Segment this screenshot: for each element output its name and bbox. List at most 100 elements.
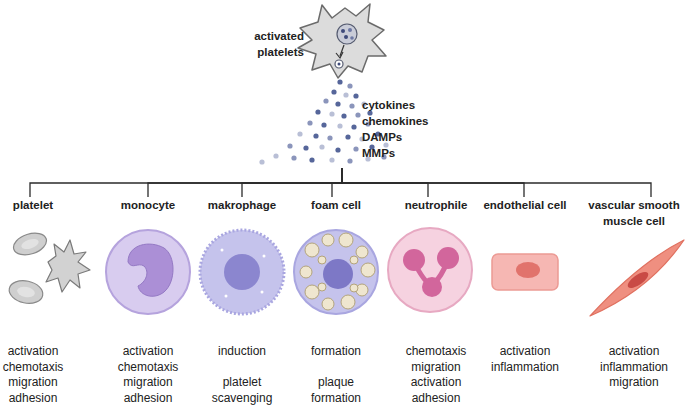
cell-heading: neutrophile [391, 197, 481, 213]
activated-platelet-illustration-part [335, 60, 343, 68]
released-particles-part [307, 120, 312, 125]
cell-function-text: induction [200, 344, 284, 360]
macrophage-illustration-part [261, 291, 264, 294]
released-particles-part [355, 112, 360, 117]
monocyte-illustration-part [128, 244, 173, 296]
neutrophil-illustration-part [388, 228, 472, 312]
released-particles-part [329, 157, 334, 162]
activated-platelet-illustration-part [344, 35, 348, 39]
released-particles-part [327, 135, 332, 140]
activated-platelet-illustration-part [348, 28, 352, 32]
activated-platelet-illustration [298, 4, 386, 78]
platelet-illustration-part [16, 285, 36, 299]
foam-cell-illustration-part [300, 266, 312, 278]
tree-connector [148, 168, 342, 197]
mediator-label: cytokines chemokines DAMPs MMPs [362, 97, 430, 161]
target-cell-node: neutrophile chemotaxis migration activati… [391, 197, 481, 409]
node-label: activated platelets [232, 28, 304, 60]
macrophage-illustration-part [221, 249, 224, 252]
released-particles-part [331, 89, 336, 94]
released-particles-part [303, 145, 308, 150]
foam-cell-illustration-part [322, 298, 334, 310]
foam-cell-illustration-part [318, 283, 326, 291]
tree-connector [332, 168, 342, 197]
cell-function-text: platelet scavenging [200, 375, 284, 406]
released-particles-part [335, 101, 340, 106]
released-particles-part [337, 123, 342, 128]
foam-cell-illustration-part [323, 259, 353, 289]
released-particles-part [353, 93, 358, 98]
released-particles-part [287, 143, 292, 148]
target-cell-node: monocyteactivation chemotaxis migration … [103, 197, 193, 409]
endothelial-cell-illustration-part [516, 262, 540, 278]
cell-heading: vascular smooth muscle cell [582, 197, 685, 229]
platelet-illustration-part [11, 229, 50, 259]
neutrophil-illustration-part [403, 249, 425, 271]
tree-connector [342, 168, 651, 197]
cell-function-text: activation chemotaxis migration adhesion [106, 344, 190, 406]
macrophage-illustration-part [200, 230, 284, 314]
tree-connector [30, 168, 342, 197]
endothelial-cell-illustration-part [492, 254, 558, 290]
tree-connector [242, 168, 342, 197]
monocyte-illustration-part [106, 230, 190, 314]
smooth-muscle-cell-illustration [590, 240, 684, 316]
released-particles-part [329, 111, 334, 116]
foam-cell-illustration-part [322, 234, 334, 246]
released-particles-part [367, 110, 372, 115]
released-particles-part [313, 133, 318, 138]
foam-cell-illustration-part [305, 243, 319, 257]
released-particles-part [297, 131, 302, 136]
foam-cell-illustration-part [305, 285, 319, 299]
cell-function-text: chemotaxis migration activation adhesion [394, 344, 478, 406]
released-particles-part [335, 147, 340, 152]
foam-cell-illustration-part [361, 263, 375, 277]
cell-heading: platelet [0, 197, 66, 213]
cell-description: induction platelet scavenging [200, 344, 284, 406]
released-particles-part [347, 83, 352, 88]
target-cell-node: platelet activation chemotaxis migration … [0, 197, 66, 409]
cell-description: activation chemotaxis migration adhesion [106, 344, 190, 406]
cell-description: activation inflammation [483, 344, 567, 375]
cell-description: formationplaque formation [294, 344, 378, 406]
released-particles-part [259, 159, 264, 164]
neutrophil-illustration [388, 228, 472, 312]
released-particles-part [351, 124, 356, 129]
foam-cell-illustration-part [318, 256, 326, 264]
activated-platelet-illustration-part [350, 36, 354, 40]
cell-description: chemotaxis migration activation adhesion [394, 344, 478, 406]
foam-cell-illustration-part [339, 233, 353, 247]
foam-cell-illustration-part [350, 284, 358, 292]
foam-cell-illustration-part [356, 246, 368, 258]
smooth-muscle-cell-illustration-part [590, 240, 684, 316]
endothelial-cell-illustration [492, 254, 558, 290]
foam-cell-illustration-part [294, 230, 378, 314]
foam-cell-illustration [294, 230, 378, 314]
monocyte-illustration [106, 230, 190, 314]
released-particles-part [309, 157, 314, 162]
released-particles-part [347, 158, 352, 163]
released-particles-part [315, 109, 320, 114]
cell-function-text: activation inflammation [483, 344, 567, 375]
released-particles-part [349, 103, 354, 108]
activated-platelet-illustration-part [298, 4, 386, 78]
released-particles-part [383, 142, 388, 147]
foam-cell-illustration-part [341, 295, 355, 309]
macrophage-illustration-part [263, 255, 266, 258]
cell-description: activation inflammation migration [584, 344, 684, 391]
released-particles-part [321, 122, 326, 127]
released-particles-part [319, 144, 324, 149]
platelet-illustration-part [7, 278, 45, 307]
cell-function-text: activation inflammation migration [584, 344, 684, 391]
activated-platelet-illustration-part [338, 63, 341, 66]
activated-platelet-illustration-part [336, 52, 343, 58]
cell-function-text: activation chemotaxis migration adhesion [0, 344, 66, 406]
released-particles-part [341, 113, 346, 118]
macrophage-illustration [200, 230, 284, 314]
released-particles-part [343, 92, 348, 97]
platelet-illustration-part [46, 240, 90, 292]
neutrophil-illustration-part [437, 247, 459, 269]
macrophage-illustration-part [224, 254, 260, 290]
smooth-muscle-cell-illustration-part [625, 269, 650, 291]
